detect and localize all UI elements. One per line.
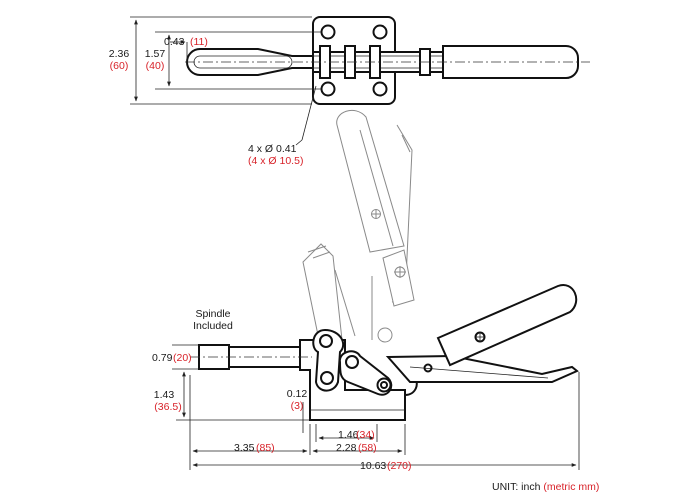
mount-hole bbox=[372, 81, 388, 97]
dim-base-w1-mm: (34) bbox=[356, 429, 375, 441]
dim-spindle-height-mm: (36.5) bbox=[154, 401, 181, 413]
mount-hole bbox=[320, 24, 336, 40]
side-pivot bbox=[319, 334, 333, 348]
mount-hole bbox=[320, 81, 336, 97]
side-dimensions: Spindle Included 0.79 (20) 1.43 (36.5) 0… bbox=[152, 308, 580, 472]
dim-tip-mm: (11) bbox=[190, 36, 208, 48]
side-pivot bbox=[376, 377, 392, 393]
side-handle-grip bbox=[436, 283, 578, 367]
dim-spindle-dia-in: 0.79 bbox=[152, 352, 173, 364]
top-dimensions: 2.36 (60) 1.57 (40) 0.43 (11) 4 x Ø 0.41… bbox=[109, 16, 321, 167]
dim-base-w1-in: 1.46 bbox=[338, 429, 359, 441]
dim-top-height-mm: (60) bbox=[110, 60, 129, 72]
phantom-spindle bbox=[302, 243, 343, 346]
spindle-label-line2: Included bbox=[193, 320, 233, 332]
dim-hole-spacing-mm: (40) bbox=[146, 60, 165, 72]
mount-hole bbox=[372, 24, 388, 40]
open-position-phantom bbox=[302, 109, 415, 346]
dim-base-thk-in: 0.12 bbox=[287, 388, 308, 400]
top-view bbox=[185, 16, 590, 105]
unit-label: UNIT: inch (metric mm) bbox=[492, 481, 599, 493]
side-handle-bar bbox=[385, 354, 579, 383]
side-view bbox=[190, 283, 579, 421]
main-lever bbox=[312, 328, 345, 392]
dim-spindle-height-in: 1.43 bbox=[154, 389, 175, 401]
phantom-handle bbox=[336, 109, 405, 253]
dim-overall-mm: (270) bbox=[387, 460, 412, 472]
dim-hole-spacing-in: 1.57 bbox=[145, 48, 166, 60]
dim-holes-mm: (4 x Ø 10.5) bbox=[248, 155, 303, 167]
dim-base-thk-mm: (3) bbox=[291, 400, 304, 412]
dim-reach-mm: (85) bbox=[256, 442, 275, 454]
phantom-link bbox=[382, 249, 415, 307]
dim-overall-in: 10.63 bbox=[360, 460, 386, 472]
spindle-label-line1: Spindle bbox=[195, 308, 230, 320]
dim-spindle-dia-mm: (20) bbox=[173, 352, 192, 364]
dim-top-height-in: 2.36 bbox=[109, 48, 130, 60]
side-pivot bbox=[345, 355, 359, 369]
dim-tip-in: 0.43 bbox=[164, 36, 185, 48]
dim-base-w2-mm: (58) bbox=[358, 442, 377, 454]
dim-reach-in: 3.35 bbox=[234, 442, 255, 454]
side-pivot bbox=[320, 371, 334, 385]
dim-base-w2-in: 2.28 bbox=[336, 442, 357, 454]
dim-holes-in: 4 x Ø 0.41 bbox=[248, 143, 297, 155]
